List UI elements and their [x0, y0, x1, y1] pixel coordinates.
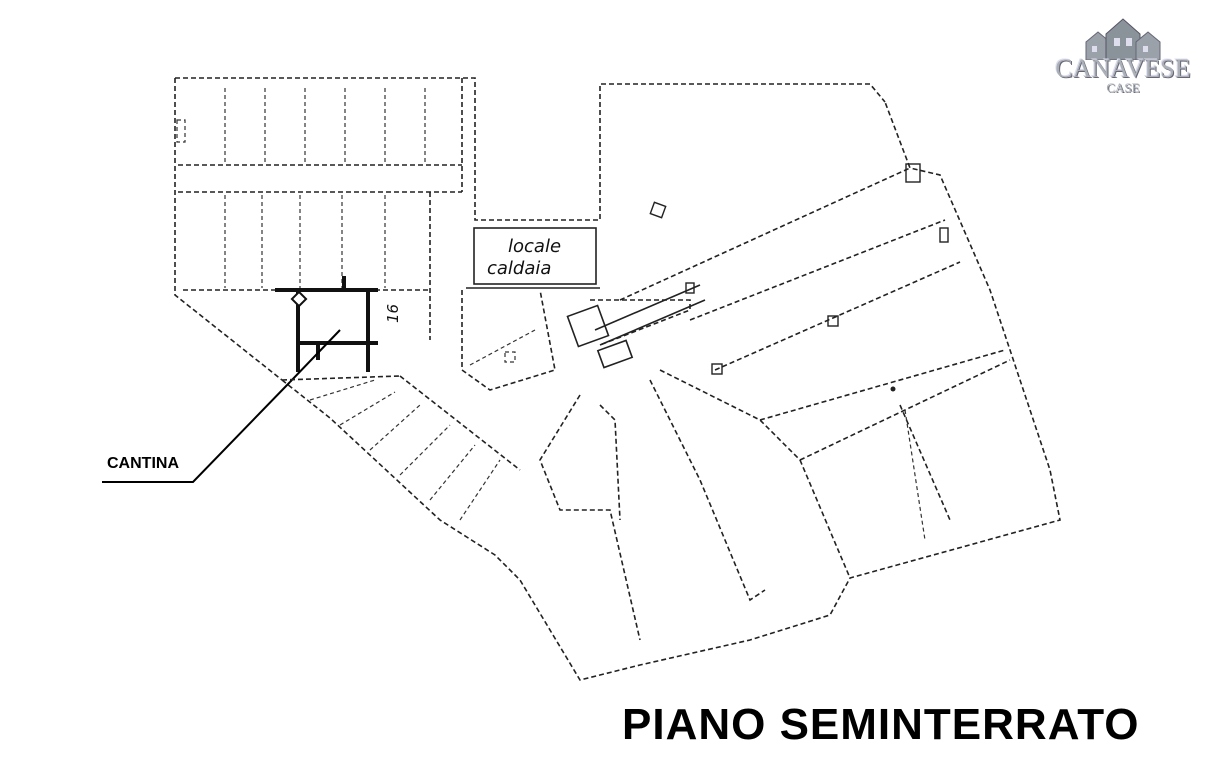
houses-icon — [1085, 18, 1161, 60]
canavese-logo: CANAVESE CASE — [1048, 16, 1198, 100]
cantina-leader-line — [102, 381, 291, 483]
cantina-unit — [275, 276, 378, 383]
boiler-label-line2: caldaia — [487, 258, 551, 279]
right-wing — [619, 163, 1011, 579]
left-garage-block — [174, 77, 886, 381]
unit-number: 16 — [384, 304, 402, 323]
logo-sub: CASE — [1106, 80, 1140, 95]
diagonal-garages — [281, 101, 1061, 681]
central-corridor — [461, 284, 801, 641]
plan-title: PIANO SEMINTERRATO — [622, 700, 1140, 749]
logo-word: CANAVESE — [1055, 54, 1191, 83]
boiler-label-line1: locale — [508, 236, 561, 257]
cantina-label: CANTINA — [107, 455, 179, 472]
boiler-room: locale caldaia — [466, 227, 600, 289]
